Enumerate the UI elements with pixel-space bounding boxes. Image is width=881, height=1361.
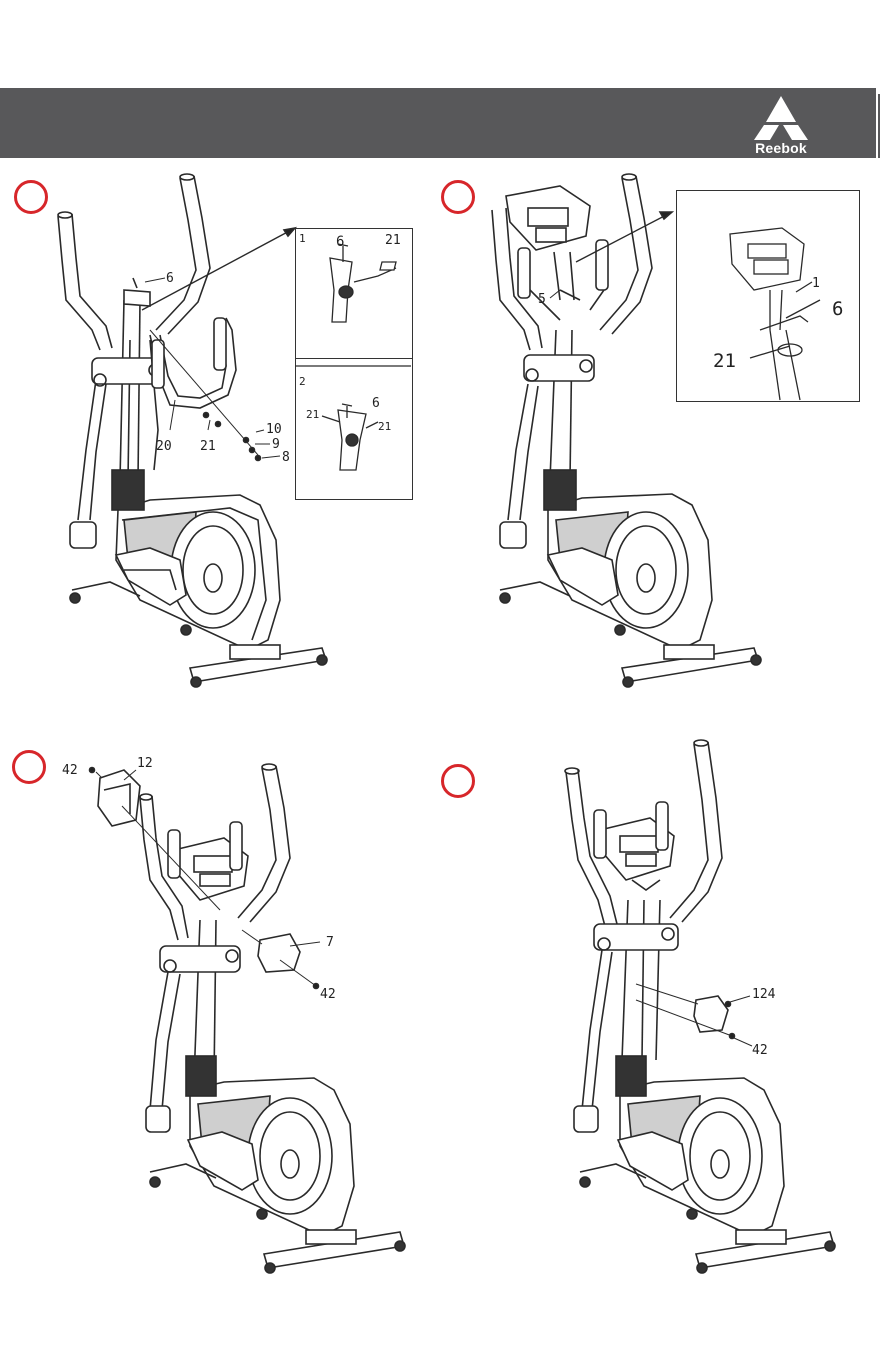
step-4-callout-42: 42	[752, 1044, 768, 1057]
step-4-callout-124: 124	[752, 988, 775, 1001]
